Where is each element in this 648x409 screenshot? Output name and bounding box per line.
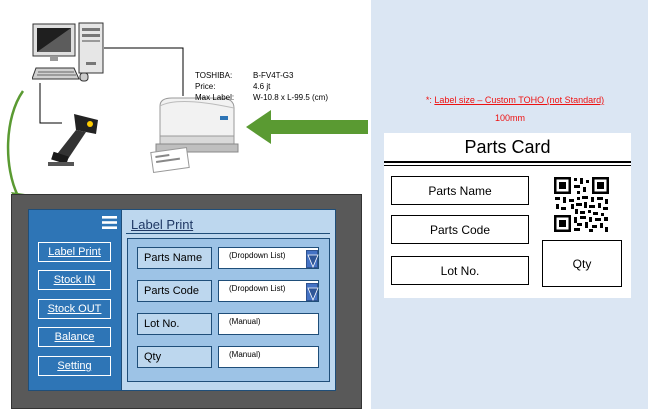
note-prefix: : [429, 95, 435, 105]
nav-setting-text: Setting [57, 360, 92, 372]
card-field-qty: Qty [542, 240, 622, 287]
spec-price-label: Price: [195, 82, 216, 91]
parts-code-dropdown-value: (Dropdown List) [229, 284, 286, 293]
barcode-scanner-icon [48, 114, 98, 166]
green-arrow-left-icon [246, 110, 368, 144]
nav-stock-in-text: Stock IN [53, 274, 96, 286]
nav-stock-out[interactable]: Stock OUT [38, 299, 111, 319]
card-field-lot-no: Lot No. [391, 256, 529, 285]
nav-label-print[interactable]: Label Print [38, 242, 111, 262]
label-width-note: 100mm [494, 113, 525, 123]
label-printer-icon [150, 97, 239, 173]
label-size-note: *: Label size – Custom TOHO (not Standar… [382, 95, 648, 105]
app-sidebar [28, 209, 123, 391]
spec-max-label: W-10.8 x L-99.5 (cm) [253, 93, 328, 102]
note-text: Label size – Custom TOHO (not Standard) [434, 95, 605, 105]
nav-stock-out-text: Stock OUT [47, 303, 102, 315]
qty-input-value: (Manual) [229, 350, 261, 359]
card-divider-thin [384, 165, 631, 166]
parts-name-dropdown[interactable]: (Dropdown List) [218, 247, 319, 269]
lot-no-input-value: (Manual) [229, 317, 261, 326]
nav-label-print-text: Label Print [48, 246, 101, 258]
parts-code-dropdown[interactable]: (Dropdown List) [218, 280, 319, 302]
parts-name-dropdown-value: (Dropdown List) [229, 251, 286, 260]
spec-model: B-FV4T-G3 [253, 71, 294, 80]
field-label-qty: Qty [137, 346, 212, 368]
nav-stock-in[interactable]: Stock IN [38, 270, 111, 290]
qty-input[interactable]: (Manual) [218, 346, 319, 368]
field-label-parts-code: Parts Code [137, 280, 212, 302]
title-divider [126, 233, 330, 234]
lot-no-input[interactable]: (Manual) [218, 313, 319, 335]
parts-card-title: Parts Card [464, 137, 551, 157]
card-field-parts-code: Parts Code [391, 215, 529, 244]
computer-icon [32, 22, 104, 82]
parts-code-dropdown-button[interactable] [306, 283, 319, 302]
nav-balance-text: Balance [54, 331, 95, 343]
dropdown-arrow-icon [307, 287, 319, 302]
spec-price: 4.6 jt [253, 82, 271, 91]
printer-spec-values: B-FV4T-G3 4.6 jt W-10.8 x L-99.5 (cm) [253, 70, 328, 103]
printer-specs: TOSHIBA: Price: Max Label: [195, 70, 234, 103]
page-title: Label Print [131, 217, 194, 232]
card-field-parts-name: Parts Name [391, 176, 529, 205]
nav-setting[interactable]: Setting [38, 356, 111, 376]
field-label-lot-no: Lot No. [137, 313, 212, 335]
dropdown-arrow-icon [307, 254, 319, 269]
nav-balance[interactable]: Balance [38, 327, 111, 347]
note-asterisk: * [425, 95, 430, 105]
spec-max-label-label: Max Label: [195, 93, 235, 102]
hamburger-menu-icon[interactable] [102, 215, 117, 230]
field-label-parts-name: Parts Name [137, 247, 212, 269]
spec-brand-label: TOSHIBA: [195, 71, 233, 80]
card-divider [384, 161, 631, 163]
parts-name-dropdown-button[interactable] [306, 250, 319, 269]
qr-code-icon [553, 176, 610, 233]
